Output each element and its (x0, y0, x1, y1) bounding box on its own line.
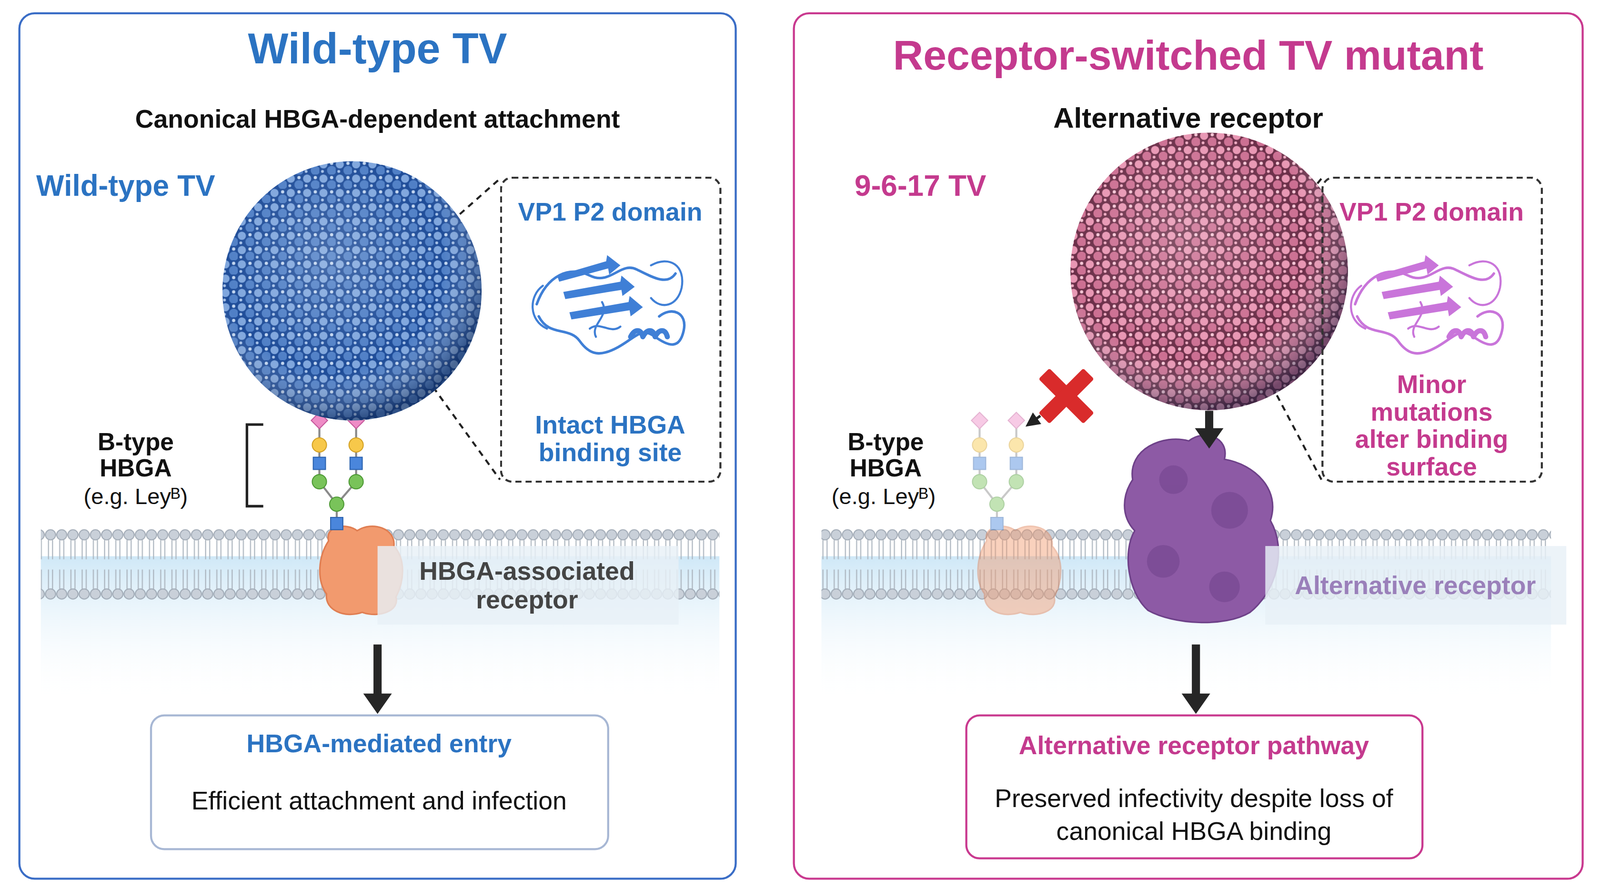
node-heading: VP1 P2 domain (1322, 195, 1540, 226)
bracket (246, 424, 263, 506)
cross-bar (1038, 368, 1095, 424)
arrow-shaft (1205, 410, 1214, 431)
outcome-box: Alternative receptor pathwayPreserved in… (964, 713, 1423, 859)
protein-ribbon (532, 255, 685, 354)
capsid (221, 160, 482, 420)
capsid (1069, 131, 1348, 410)
zoom-box: VP1 P2 domainIntact HBGA binding site (499, 176, 722, 483)
faded-hbga (971, 412, 1061, 614)
node-heading: HBGA-mediated entry (151, 726, 607, 758)
receptor-node: HBGA-associated receptor (315, 509, 678, 645)
texture-blob (1147, 544, 1180, 578)
node-heading: Wild-type TV (36, 167, 261, 204)
node-body: Minor mutations alter binding surface (1342, 370, 1521, 481)
node-heading: Receptor-switched TV mutant (794, 30, 1582, 81)
arrow-head (1195, 428, 1224, 449)
texture-blob (1211, 492, 1248, 529)
node-body: Preserved infectivity despite loss of ca… (976, 781, 1411, 847)
hbga-label: B-type HBGA (834, 428, 937, 482)
arrow-head (1181, 693, 1211, 715)
virus-shape (1068, 130, 1349, 411)
node-heading: Alternative receptor (1264, 568, 1566, 600)
arrow-shaft (1191, 644, 1200, 696)
virus-particle: Wild-type TV (221, 159, 483, 421)
node-body: Intact HBGA binding site (517, 410, 703, 466)
zoom-box: VP1 P2 domainMinor mutations alter bindi… (1320, 176, 1543, 483)
flow-arrow (1195, 410, 1224, 449)
node-body: Efficient attachment and infection (151, 784, 607, 815)
red-cross (1021, 351, 1112, 441)
outcome-box: HBGA-mediated entryEfficient attachment … (149, 713, 609, 850)
hbga-glycan (311, 412, 364, 530)
arrow-head (1025, 412, 1042, 427)
alternative-receptor-protein (1124, 434, 1279, 623)
hbga-label: (e.g. Leyᴮ) (798, 483, 969, 511)
node-heading: VP1 P2 domain (501, 195, 719, 226)
hbga-glycan (971, 412, 1025, 530)
arrow-head (363, 693, 393, 715)
receptor-node: Alternative receptor (1121, 448, 1566, 645)
texture-blob (1209, 571, 1240, 603)
protein-texture (1147, 465, 1248, 603)
hbga-label: B-type HBGA (84, 428, 187, 482)
flow-arrow (363, 644, 393, 715)
virus-shape (221, 159, 483, 421)
virus-particle: 9-6-17 TV (1068, 130, 1349, 411)
node-heading: Alternative receptor pathway (966, 729, 1421, 760)
cross-bar (1038, 368, 1095, 424)
arrow-shaft (373, 644, 382, 696)
node-body: Canonical HBGA-dependent attachment (20, 102, 735, 134)
node-heading: 9-6-17 TV (854, 167, 1059, 204)
flow-arrow (1181, 644, 1211, 715)
hbga-label: (e.g. Leyᴮ) (50, 483, 221, 511)
texture-blob (1159, 465, 1188, 494)
receptor-protein (977, 526, 1061, 615)
capsid-shading (1069, 131, 1348, 410)
node-heading: HBGA-associated receptor (394, 555, 660, 614)
protein-ribbon (1350, 255, 1503, 354)
capsid-shading (221, 160, 482, 420)
label-box: Alternative receptor (1264, 545, 1566, 624)
label-box: HBGA-associated receptor (377, 545, 679, 624)
node-body: Alternative receptor (794, 100, 1582, 136)
node-heading: Wild-type TV (20, 23, 735, 75)
